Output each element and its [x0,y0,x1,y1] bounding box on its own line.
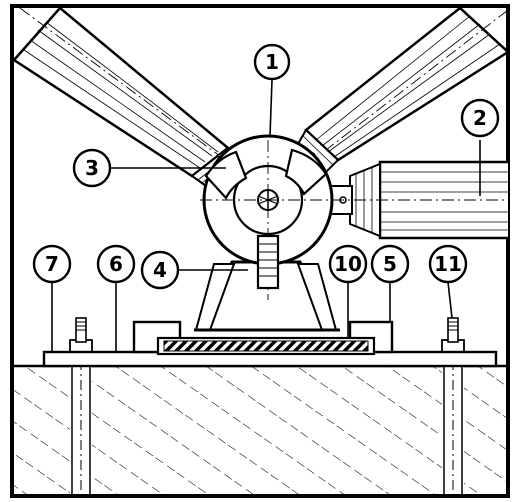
callout-3-label: 3 [85,156,99,180]
callout-2-label: 2 [473,106,487,130]
callout-7: 7 [32,244,72,284]
concrete-foundation [14,366,508,494]
callout-1: 1 [253,43,291,81]
callout-10-label: 10 [334,252,362,276]
callout-11: 11 [428,244,468,284]
callout-4-label: 4 [153,258,167,282]
anchor-bolt-right [441,317,465,494]
bearing-pad [163,340,369,352]
callout-11-label: 11 [434,252,462,276]
callout-3: 3 [72,148,112,188]
leader-lines [51,79,481,352]
callout-7-label: 7 [45,252,59,276]
anchor-bolt-left [69,317,93,494]
callout-6-label: 6 [109,252,123,276]
connecting-bolt [256,234,280,290]
ball-node [200,134,508,300]
callout-4: 4 [140,250,180,290]
callout-1-label: 1 [265,50,279,74]
callout-5: 5 [370,244,410,284]
callout-2: 2 [460,98,500,138]
callout-5-label: 5 [383,252,397,276]
callout-6: 6 [96,244,136,284]
callout-10: 10 [328,244,368,284]
